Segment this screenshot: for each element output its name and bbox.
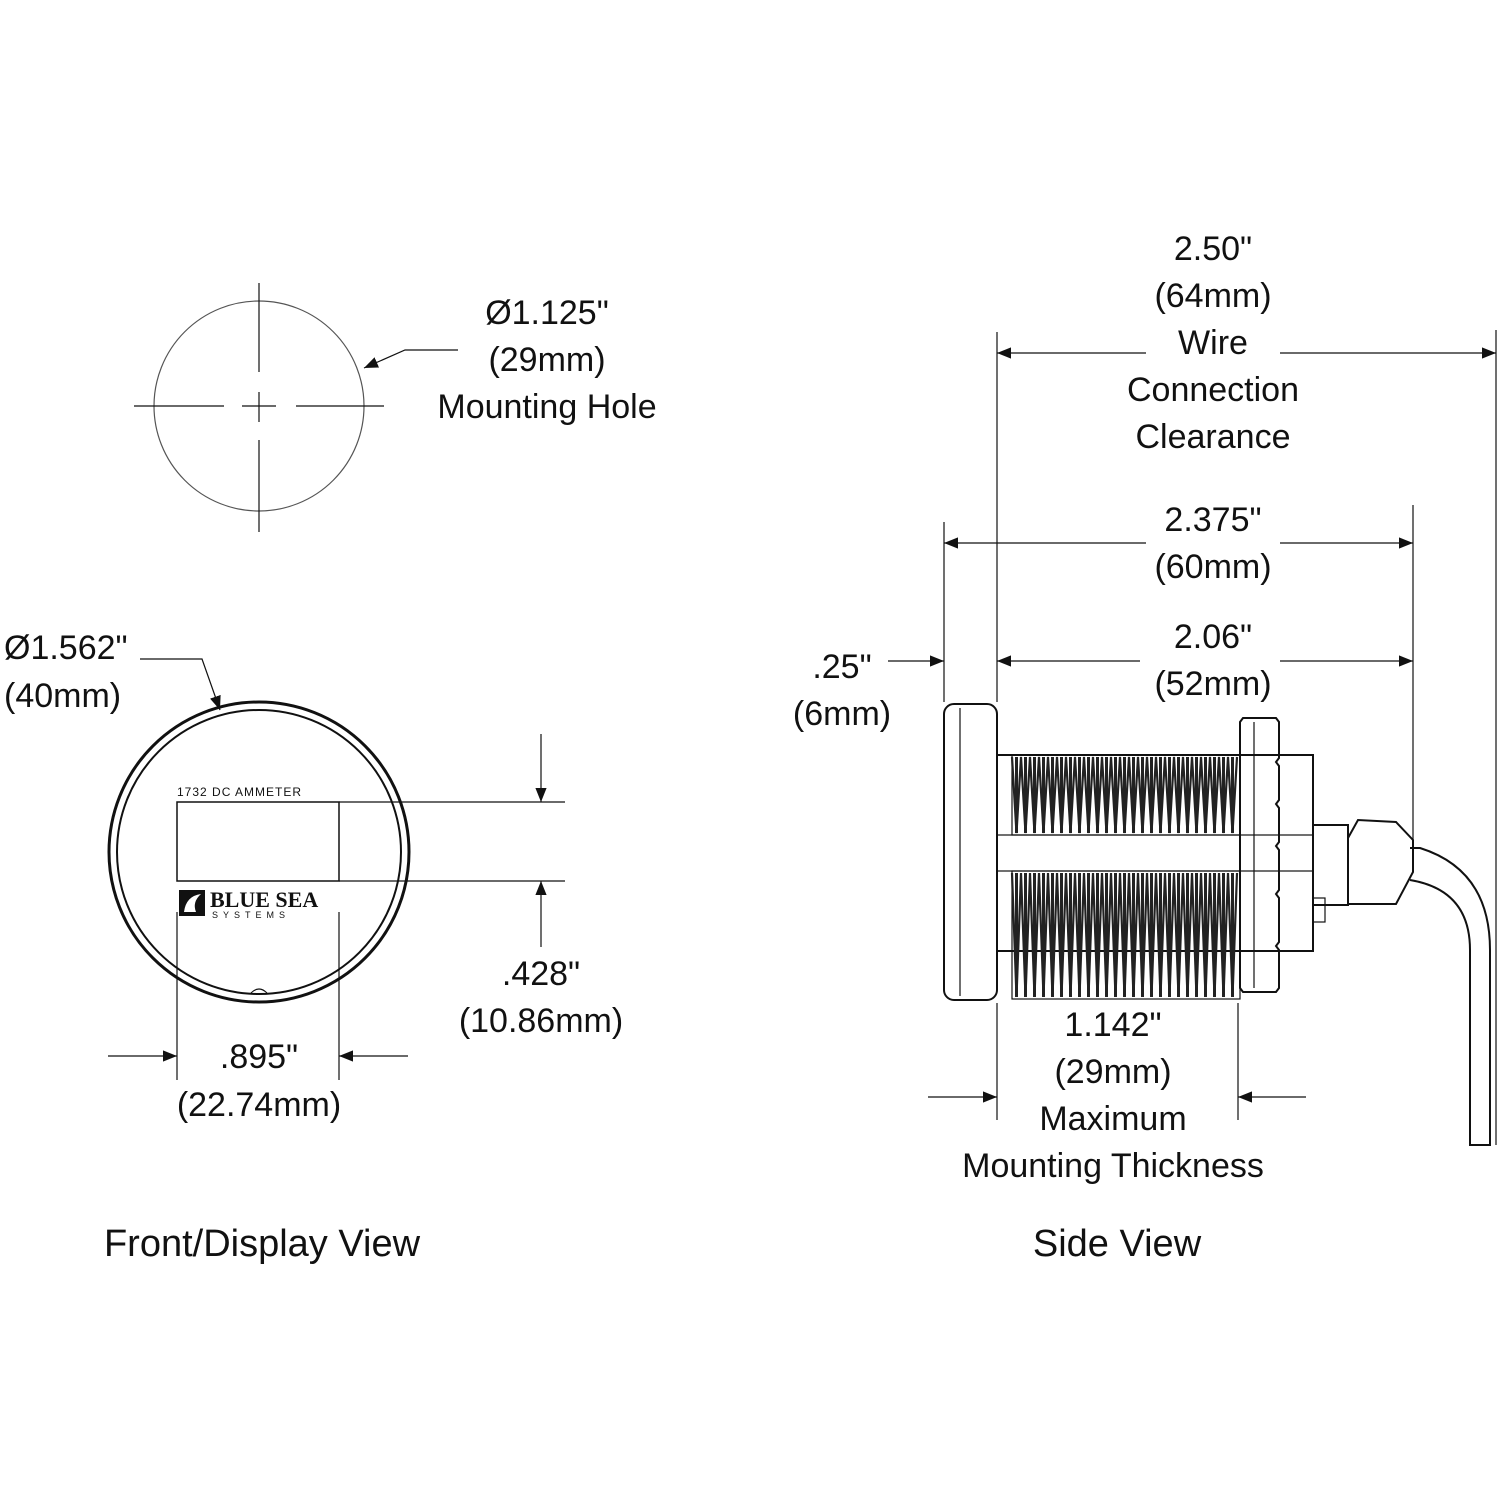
overall-length-in: 2.375" [1164,501,1261,539]
front-diameter-mm: (40mm) [4,677,121,715]
brand-subtitle: SYSTEMS [212,910,290,920]
mounting-hole-label: Mounting Hole [437,388,656,426]
thread-lower [1010,870,1241,1000]
front-view-title: Front/Display View [104,1223,421,1265]
display-width-in: .895" [220,1038,298,1076]
mounting-thickness-mm: (29mm) [1054,1053,1171,1091]
side-view-title: Side View [1033,1223,1202,1265]
body-length-mm: (52mm) [1154,665,1271,703]
clearance-text-1: Wire [1178,324,1248,362]
display-model-label: 1732 DC AMMETER [177,785,302,799]
threadL-ridges [1015,873,1234,997]
display-window [176,801,340,882]
side-view-drawing: 2.50" (64mm) Wire Connection Clearance 2… [793,230,1497,1265]
body-length-in: 2.06" [1174,618,1252,656]
mounting-hole-diameter-mm: (29mm) [488,341,605,379]
display-height-in: .428" [502,955,580,993]
clearance-mm: (64mm) [1154,277,1271,315]
mounting-thickness-text-2: Mounting Thickness [962,1147,1264,1185]
rear-connector-plate [1312,824,1349,906]
blue-sea-logo: BLUE SEA SYSTEMS [179,887,318,920]
bezel-thickness-in: .25" [812,648,871,686]
front-bezel-inner [116,709,402,995]
mounting-nut [1239,717,1280,993]
clearance-text-3: Clearance [1136,418,1291,456]
clearance-text-2: Connection [1127,371,1299,409]
mounting-thickness-text-1: Maximum [1039,1100,1186,1138]
thread-upper [1010,754,1241,836]
wire-cable [1409,847,1491,1146]
front-diameter-leader [140,658,221,711]
overall-length-mm: (60mm) [1154,548,1271,586]
front-diameter-in: Ø1.562" [4,629,128,667]
side-bezel [943,703,998,1001]
front-view-drawing: 1732 DC AMMETER BLUE SEA SYSTEMS Ø1.562"… [4,629,623,1265]
mounting-hole-drawing: Ø1.125" (29mm) Mounting Hole [134,283,657,532]
display-width-mm: (22.74mm) [177,1086,341,1124]
clearance-in: 2.50" [1174,230,1252,268]
front-bezel-outer [107,700,411,1004]
wire-connector [1347,818,1414,905]
threadU-ridges [1015,757,1234,833]
mounting-thickness-in: 1.142" [1064,1006,1161,1044]
mounting-hole-leader [363,349,458,369]
bezel-thickness-mm: (6mm) [793,695,891,733]
mounting-hole-diameter-in: Ø1.125" [485,294,609,332]
brand-name: BLUE SEA [210,887,318,912]
display-height-mm: (10.86mm) [459,1002,623,1040]
